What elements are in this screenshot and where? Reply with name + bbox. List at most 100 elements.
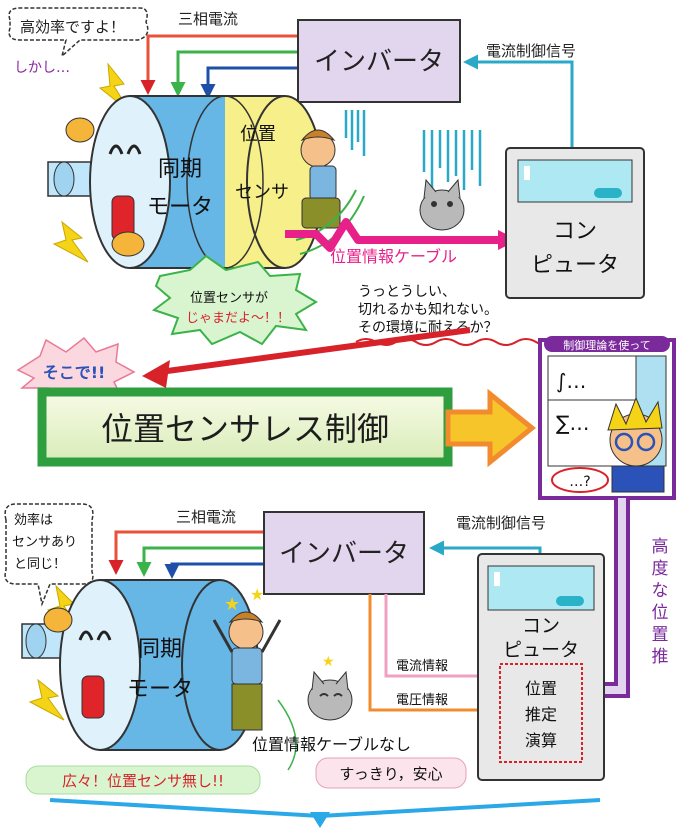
motor-tongue [81, 675, 105, 719]
motor-bottom-label-2: モータ [127, 677, 193, 702]
inverter-label-top: インバータ [314, 47, 444, 77]
spark-icon [28, 678, 65, 721]
current-info-label: 電流情報 [396, 659, 448, 674]
inverter-box-bottom [263, 511, 425, 595]
thought-text: …? [569, 474, 590, 490]
control-signal-arrow-bottom [429, 540, 542, 556]
burst-text-1: 位置センサが [190, 291, 268, 306]
wavy-underline [355, 338, 557, 346]
no-sensor-badge [25, 765, 261, 795]
star-icon: ★ [224, 594, 240, 615]
inverter-label-bottom: インバータ [279, 539, 409, 569]
star-icon: ★ [322, 654, 335, 670]
computer-bottom-label-2: ピュータ [503, 639, 579, 661]
estimate-label-3: 演算 [525, 731, 557, 750]
sum-text: ∑… [556, 411, 589, 435]
phase-wire-blue [200, 66, 298, 99]
speech-bottom-2: センサあり [12, 535, 77, 550]
computer-bottom: コン ピュータ 位置 推定 演算 [477, 553, 605, 781]
phase-wire-red [140, 34, 298, 95]
top-section: 高効率ですよ！ しかし… 三相電流 インバータ 電流制御信号 [8, 7, 645, 388]
computer-label-1: コン [553, 219, 597, 244]
speech-bubble-bottom: 効率は センサあり と同じ！ [4, 503, 94, 607]
sokode-text: そこで!! [43, 363, 106, 382]
red-arrow [159, 327, 471, 375]
burst-text-2: じゃまだよ～！！ [186, 311, 290, 326]
note-text-2: 切れるかも知れない。 [358, 301, 498, 318]
voltage-info-arrow [368, 594, 499, 718]
middle-section: そこで!! 位置センサレス制御 制御理論を使って ∫… ∑… …? [16, 336, 676, 708]
motor-face [59, 579, 141, 751]
bottom-section: 効率は センサあり と同じ！ 三相電流 インバータ 電流制御信号 同期 モータ [4, 503, 605, 828]
star-icon: ★ [250, 585, 264, 604]
spark-icon [52, 220, 89, 263]
complaint-burst: 位置センサが じゃまだよ～！！ [151, 254, 318, 346]
vertical-char: な [652, 581, 669, 601]
integral-text: ∫… [556, 369, 586, 393]
motor-hand-icon [65, 117, 95, 143]
thought-bubble [551, 467, 609, 493]
motor-bottom: 同期 モータ [21, 579, 259, 751]
motor-top: 同期 モータ 位置 センサ [47, 95, 324, 269]
speech-text: 高効率ですよ！ [20, 18, 125, 36]
position-cable [285, 218, 500, 252]
brace-point [310, 812, 330, 828]
shaft-end [53, 161, 75, 197]
speech-bottom-3: と同じ！ [14, 557, 66, 572]
speech-bubble-top: 高効率ですよ！ [8, 7, 149, 59]
panel-caption: 制御理論を使って [563, 338, 650, 352]
theory-panel: 制御理論を使って ∫… ∑… …? [538, 336, 676, 500]
character-body [231, 647, 263, 685]
current-info-arrow [384, 594, 499, 684]
but-text: しかし… [14, 60, 70, 76]
character-bottom: ★ ★ [212, 585, 282, 731]
motor-eyes [108, 144, 142, 155]
estimate-label-1: 位置 [525, 679, 557, 698]
relief-text: すっきり，安心 [339, 765, 442, 783]
computer-label-2: ピュータ [531, 253, 619, 278]
speech-bottom-1: 効率は [14, 512, 53, 528]
character-legs [301, 197, 341, 229]
red-arrowhead [142, 360, 170, 388]
wiggle-lines [277, 699, 297, 771]
sensor-label-1: 位置 [240, 124, 276, 145]
character-legs [231, 683, 263, 731]
cable-label: 位置情報ケーブル [330, 247, 457, 266]
motor-eyes [78, 630, 112, 641]
control-signal-arrow-top [463, 54, 574, 148]
no-sensor-text: 広々！位置センサ無し!! [62, 772, 224, 790]
estimate-label-2: 推定 [525, 705, 557, 724]
voltage-info-label: 電圧情報 [396, 693, 448, 708]
motor-label-2: モータ [147, 195, 213, 220]
motor-hand-icon [111, 231, 145, 257]
phase-wire-green [170, 50, 298, 97]
orange-arrow [445, 388, 536, 468]
control-signal-label-top: 電流制御信号 [486, 42, 576, 60]
vertical-char: 推 [652, 647, 669, 667]
inverter-box-top [297, 19, 461, 103]
vertical-char: 置 [652, 625, 669, 645]
motor-bottom-label-1: 同期 [138, 637, 182, 662]
three-phase-label: 三相電流 [178, 10, 238, 28]
motor-label-1: 同期 [158, 157, 202, 182]
motor-face [89, 95, 171, 269]
thinker-hair [607, 396, 663, 431]
shaft-end [25, 623, 47, 659]
vertical-char: 位 [652, 603, 669, 623]
cat-icon [419, 178, 465, 231]
relief-badge [315, 757, 467, 789]
sensor-seam [186, 95, 264, 269]
computer-bottom-label-1: コン [522, 615, 560, 637]
speed-lines-icon [344, 110, 482, 190]
note-text-1: うっとうしい、 [358, 284, 456, 300]
vertical-char: 度 [652, 559, 669, 579]
character-body [309, 165, 337, 201]
sensor-label-2: センサ [235, 182, 289, 203]
phase-wire-blue [164, 562, 264, 579]
computer-top: コン ピュータ [505, 147, 645, 299]
panel-caption-bg [544, 336, 670, 352]
phase-wire-red [108, 530, 264, 575]
phase-wire-green [136, 546, 264, 577]
control-signal-label-bottom: 電流制御信号 [456, 514, 546, 532]
